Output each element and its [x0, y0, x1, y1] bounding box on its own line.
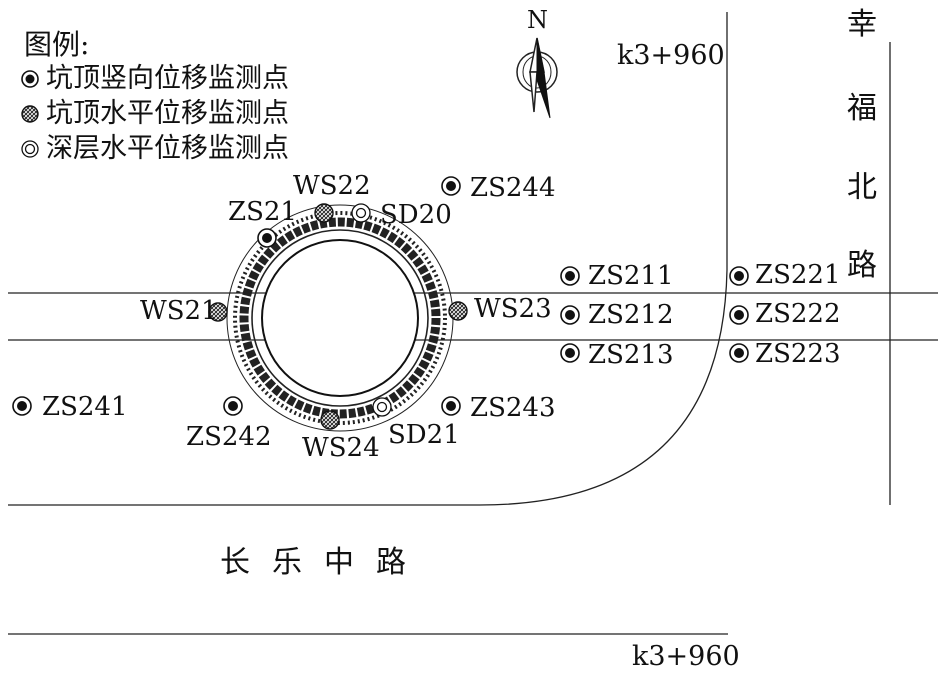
point-zs221-marker: [729, 266, 749, 286]
road-name-horizontal: 长乐中路: [220, 545, 428, 580]
label-zs244: ZS244: [470, 173, 556, 203]
label-ws21: WS21: [140, 296, 218, 326]
label-ws24: WS24: [302, 433, 380, 463]
label-sd21: SD21: [388, 420, 460, 450]
point-sd21-marker: [372, 397, 392, 417]
point-zs213-marker: [560, 343, 580, 363]
legend-filled-symbol: [21, 70, 39, 88]
legend-item-deep-displacement: 深层水平位移监测点: [46, 133, 289, 164]
point-zs244-marker: [441, 176, 461, 196]
label-zs242: ZS242: [186, 422, 272, 452]
point-zs211-marker: [560, 266, 580, 286]
label-zs243: ZS243: [470, 393, 556, 423]
point-ws22-marker: [314, 203, 334, 223]
label-zs21: ZS21: [228, 197, 297, 227]
point-ws24-marker: [320, 410, 340, 430]
point-zs222-marker: [729, 305, 749, 325]
km-mark-bottom: k3+960: [632, 641, 740, 672]
legend-title: 图例:: [24, 28, 90, 61]
point-zs212-marker: [560, 305, 580, 325]
label-zs211: ZS211: [588, 261, 674, 291]
legend-ring-symbol: [21, 140, 39, 158]
point-zs242-marker: [223, 396, 243, 416]
label-zs222: ZS222: [755, 299, 841, 329]
road-name-vertical-char-4: 路: [847, 248, 877, 283]
label-zs241: ZS241: [42, 392, 128, 422]
point-zs223-marker: [729, 343, 749, 363]
point-zs241-marker: [12, 396, 32, 416]
label-zs213: ZS213: [588, 340, 674, 370]
label-zs212: ZS212: [588, 300, 674, 330]
km-mark-top: k3+960: [617, 40, 725, 71]
road-name-vertical-char-3: 北: [847, 170, 877, 205]
road-name-vertical-char-1: 幸: [847, 7, 877, 42]
label-sd20: SD20: [380, 200, 452, 230]
point-sd20-marker: [351, 203, 371, 223]
point-ws21-marker: [208, 302, 228, 322]
legend-item-vertical-displacement: 坑顶竖向位移监测点: [46, 63, 289, 94]
legend-item-horizontal-displacement: 坑顶水平位移监测点: [46, 98, 289, 129]
legend-hatched-symbol: [21, 105, 39, 123]
north-arrow-icon: [516, 37, 558, 119]
road-name-vertical-char-2: 福: [847, 91, 877, 126]
label-ws23: WS23: [474, 294, 552, 324]
road-curb-curve: [8, 12, 728, 506]
point-zs21-marker: [257, 228, 277, 248]
label-ws22: WS22: [293, 171, 371, 201]
excavation-pit: [226, 204, 454, 432]
point-ws23-marker: [448, 301, 468, 321]
label-zs221: ZS221: [755, 260, 841, 290]
point-zs243-marker: [441, 396, 461, 416]
north-label: N: [527, 6, 548, 34]
label-zs223: ZS223: [755, 339, 841, 369]
